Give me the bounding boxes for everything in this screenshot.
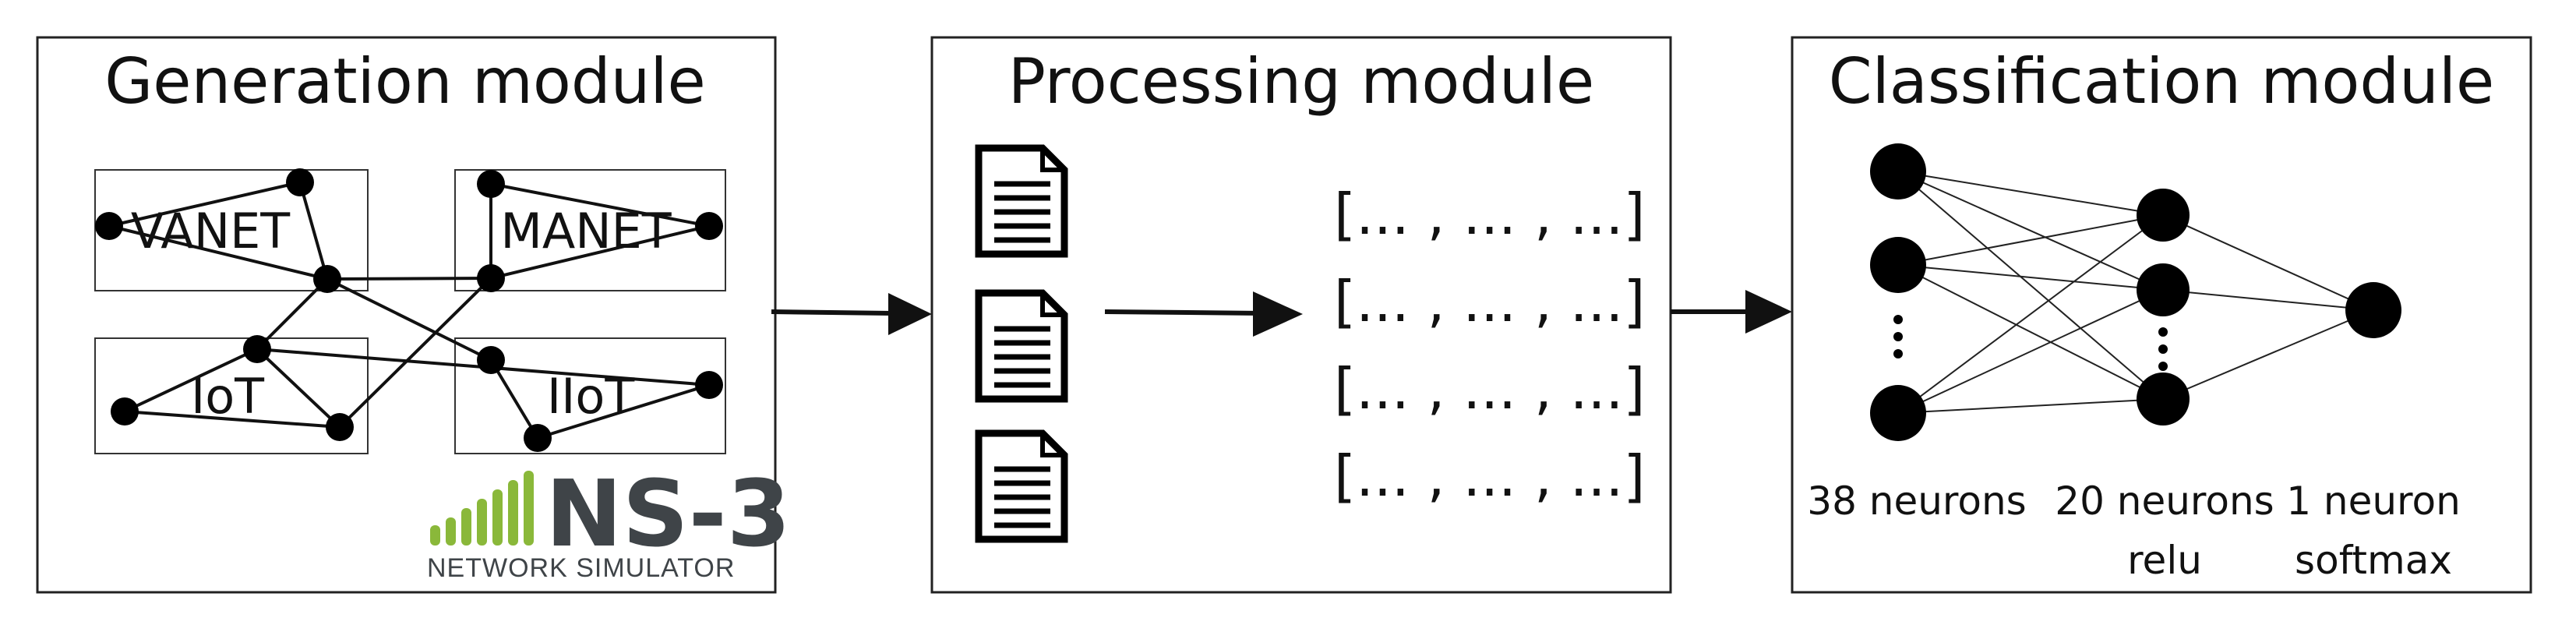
network-node	[477, 346, 505, 374]
input-neuron	[1870, 237, 1926, 293]
nn-edge	[2162, 214, 2374, 311]
feature-vector: [... , ... , ...]	[1334, 356, 1645, 422]
network-node	[286, 168, 314, 196]
hidden-neuron	[2137, 189, 2190, 242]
iot-box	[94, 337, 369, 454]
nn-edge	[1897, 171, 2164, 400]
layer-label-hidden: 20 neurons	[2055, 478, 2274, 524]
document-icon	[975, 429, 1068, 543]
hidden-ellipsis	[2158, 327, 2168, 371]
network-node	[524, 424, 552, 452]
nn-edge	[1897, 171, 2164, 216]
document-icon	[975, 289, 1068, 403]
neural-network-edges	[1897, 171, 2374, 414]
neural-network-neurons	[1870, 143, 2401, 441]
network-node	[313, 265, 341, 293]
network-node	[95, 212, 123, 240]
signal-bar	[508, 480, 518, 546]
generation-module: Generation module VANET MANET	[36, 36, 791, 594]
classification-module: Classification module 38 neurons 20 neur…	[1791, 36, 2532, 594]
feature-vector: [... , ... , ...]	[1334, 269, 1645, 334]
processing-module-title: Processing module	[1008, 45, 1594, 118]
hidden-neuron	[2137, 263, 2190, 316]
ns3-logo-text: NS-3	[545, 460, 791, 567]
processing-module-box	[930, 36, 1672, 594]
layer-label-input: 38 neurons	[1807, 478, 2026, 524]
nn-edge	[1897, 398, 2164, 414]
feature-vector: [... , ... , ...]	[1334, 182, 1645, 247]
network-node	[111, 397, 139, 425]
layer-label-output-activation: softmax	[2295, 538, 2452, 583]
nn-edge	[1897, 214, 2164, 266]
network-label-manet: MANET	[500, 203, 672, 260]
arrow-generation-to-processing	[771, 293, 932, 335]
generation-module-title: Generation module	[104, 45, 706, 118]
signal-bar	[461, 508, 471, 546]
document-icons	[975, 144, 1068, 543]
signal-bar	[492, 489, 503, 546]
arrow-processing-to-classification	[1671, 290, 1792, 334]
nn-edge	[1897, 264, 2164, 291]
hidden-neuron	[2137, 373, 2190, 425]
classification-module-title: Classification module	[1829, 45, 2495, 118]
nn-edge	[1897, 289, 2164, 414]
input-neuron	[1870, 385, 1926, 441]
ns3-logo-subtitle: NETWORK SIMULATOR	[427, 553, 735, 583]
network-label-iiot: IIoT	[547, 368, 636, 425]
iiot-box	[454, 337, 726, 454]
arrow-head-icon	[1745, 290, 1792, 334]
network-label-iot: IoT	[191, 368, 265, 425]
network-label-vanet: VANET	[131, 203, 291, 260]
processing-module: Processing module [... , ... , ...] [...…	[930, 36, 1672, 594]
vanet-box	[94, 169, 369, 291]
signal-bar	[524, 471, 534, 546]
manet-box	[454, 169, 726, 291]
signal-bar	[446, 517, 456, 546]
output-neuron	[2345, 282, 2401, 338]
nn-edge	[1897, 171, 2164, 291]
network-node	[477, 170, 505, 198]
nn-edge	[2162, 289, 2374, 311]
arrow-head-icon	[1253, 291, 1303, 337]
network-node	[695, 212, 723, 240]
layer-label-hidden-activation: relu	[2127, 538, 2202, 583]
network-node	[326, 413, 354, 441]
layer-label-output: 1 neuron	[2286, 478, 2461, 524]
ns3-logo: NS-3 NETWORK SIMULATOR	[427, 460, 791, 583]
arrow-head-icon	[888, 293, 932, 335]
nn-edge	[1897, 214, 2164, 414]
generation-module-box	[36, 36, 777, 594]
network-node	[243, 335, 271, 363]
nn-edge	[2162, 309, 2374, 400]
feature-vector: [... , ... , ...]	[1334, 443, 1645, 509]
nn-edge	[1897, 264, 2164, 400]
input-ellipsis	[1893, 315, 1903, 358]
document-icon	[975, 144, 1068, 258]
signal-bars-icon	[430, 471, 534, 546]
input-neuron	[1870, 143, 1926, 200]
arrow-documents-to-vectors	[1104, 291, 1303, 337]
network-node	[695, 371, 723, 399]
signal-bar	[477, 499, 487, 546]
signal-bar	[430, 525, 440, 546]
network-nodes	[95, 168, 723, 452]
network-node	[477, 264, 505, 292]
classification-module-box	[1791, 36, 2532, 594]
